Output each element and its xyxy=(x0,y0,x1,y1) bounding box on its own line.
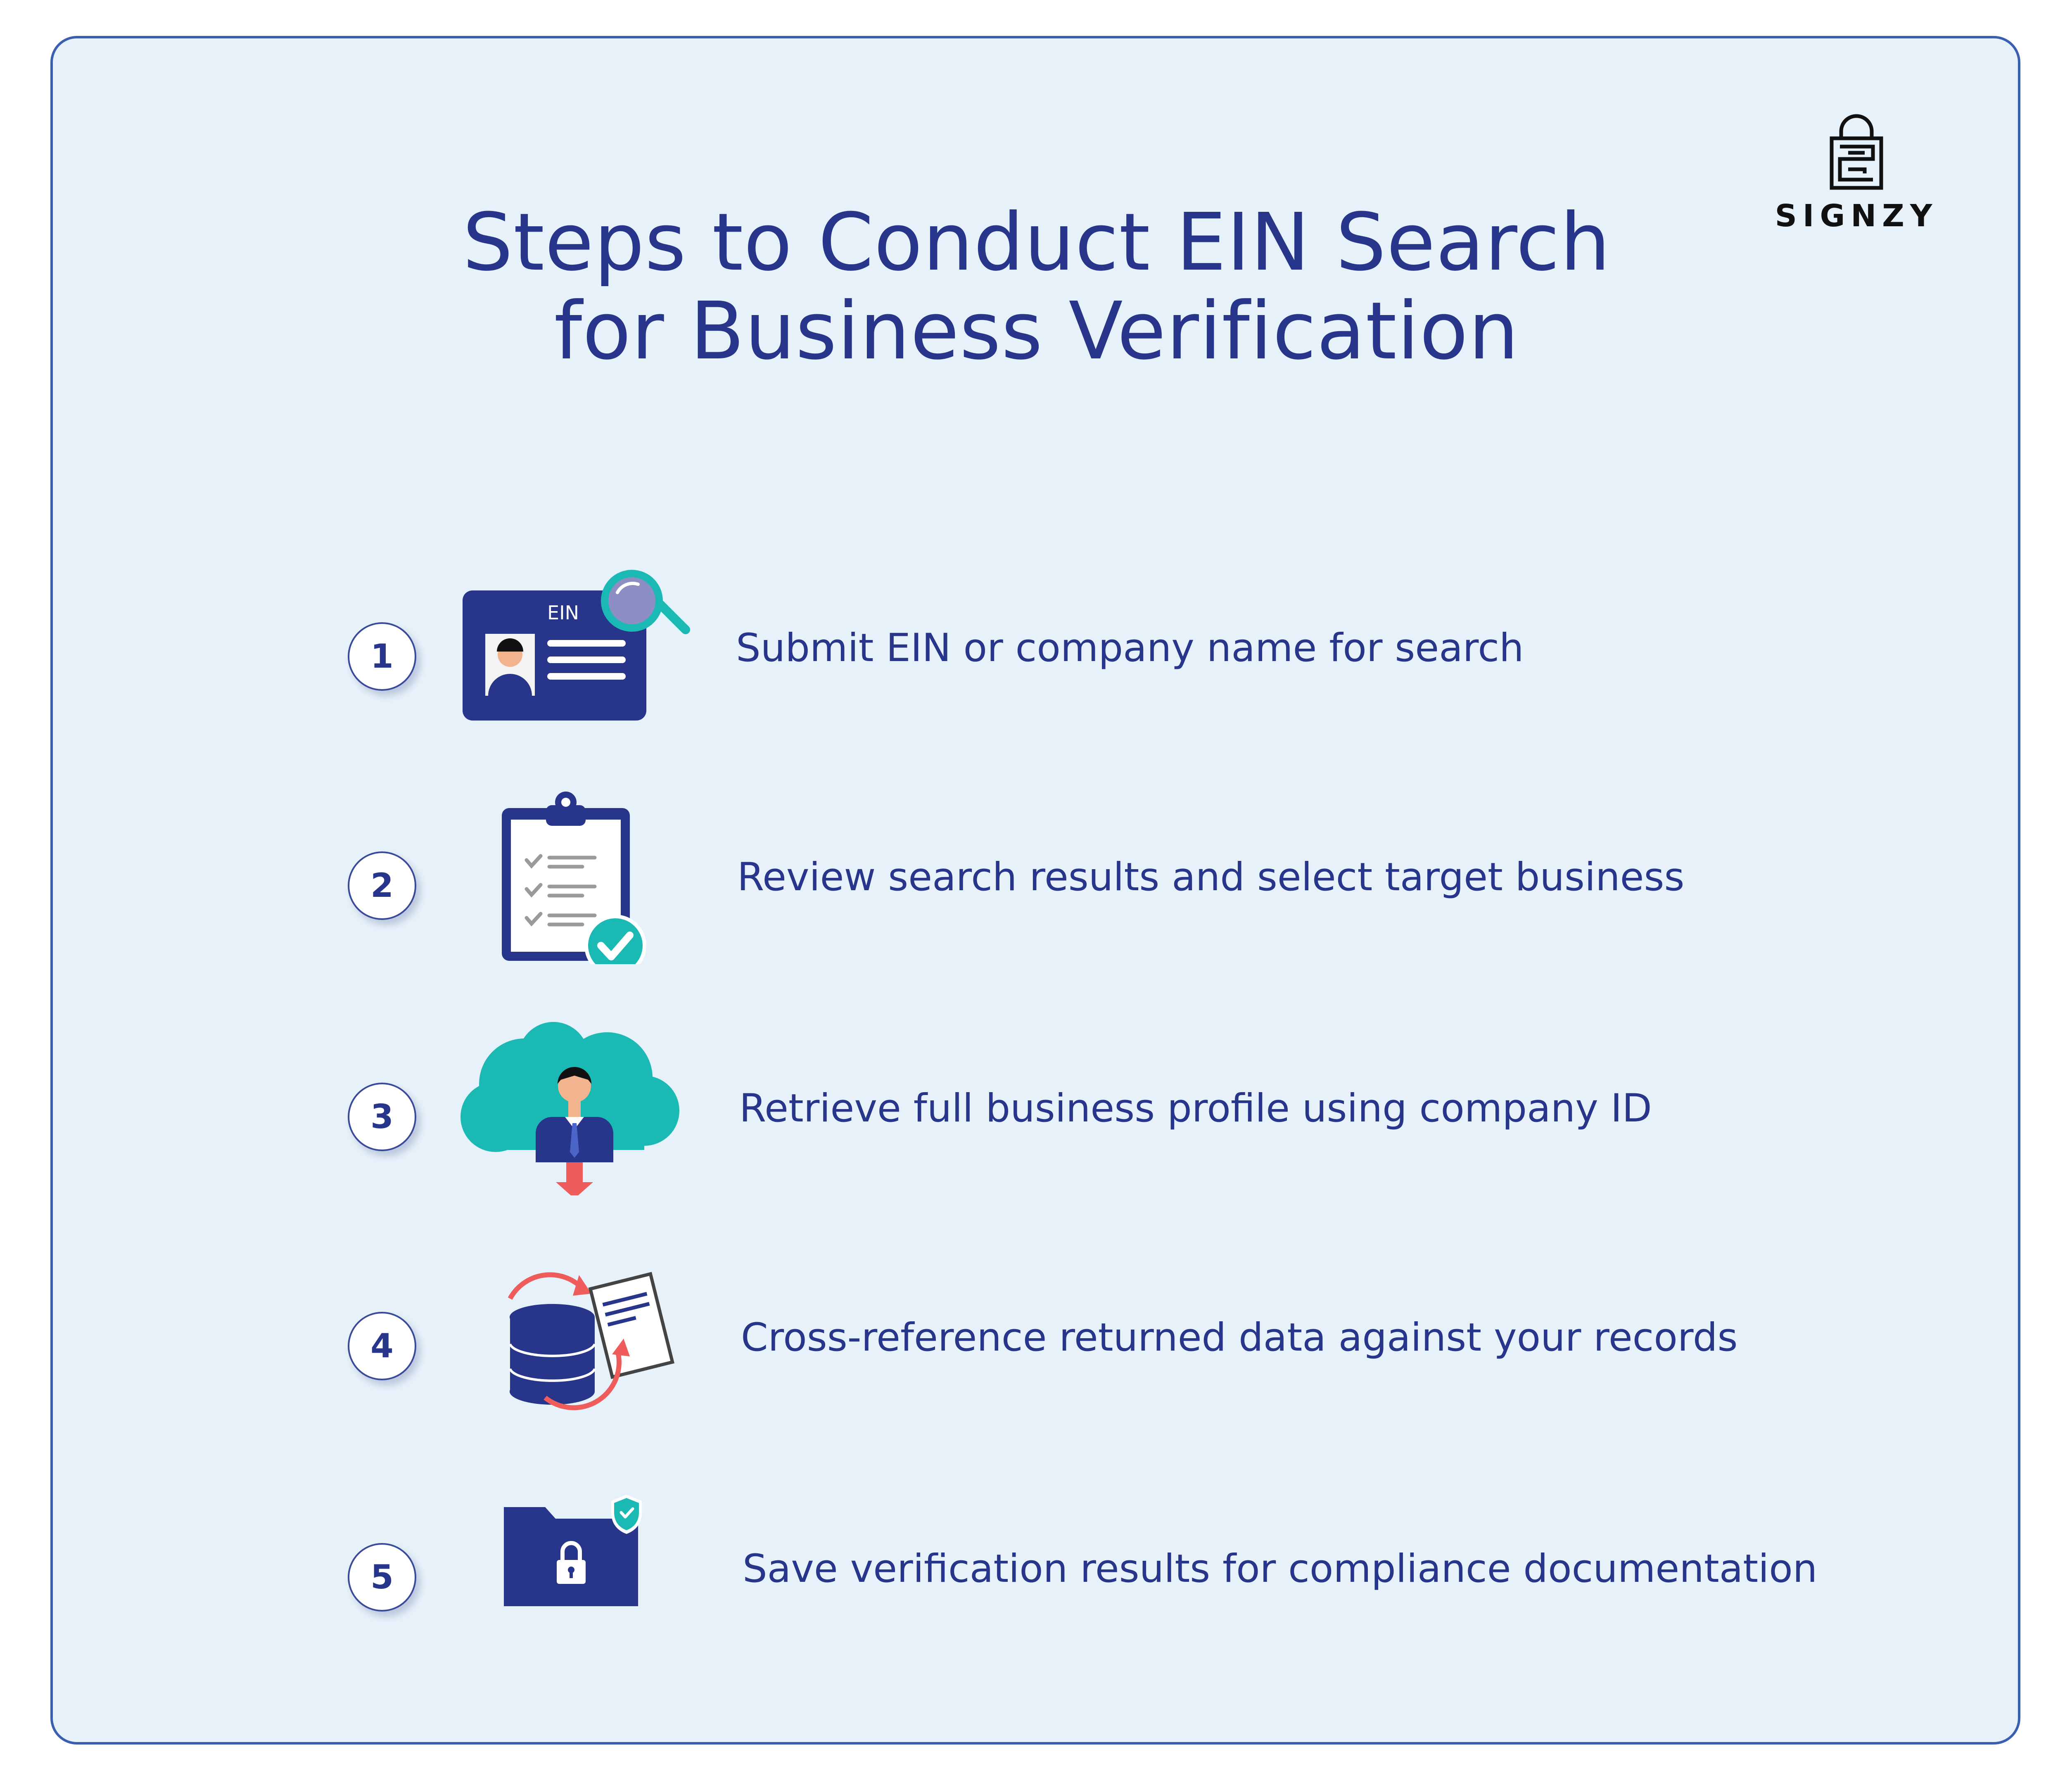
step-text: Retrieve full business profile using com… xyxy=(739,1086,1652,1131)
secure-folder-icon xyxy=(504,1495,642,1606)
step-3: 3 Retrieve full business profile using c… xyxy=(0,1022,2065,1195)
cloud-profile-download-icon xyxy=(460,1022,679,1195)
step-text: Cross-reference returned data against yo… xyxy=(741,1315,1738,1360)
step-1: 1 EIN Submit EIN or company name for sea… xyxy=(0,562,2065,735)
padlock-maze-logo-icon xyxy=(1830,114,1883,190)
step-number-badge: 5 xyxy=(348,1543,416,1612)
step-text: Submit EIN or company name for search xyxy=(736,626,1524,671)
ein-id-card-search-icon: EIN xyxy=(463,570,690,721)
clipboard-check-icon xyxy=(502,792,646,964)
step-number-badge: 1 xyxy=(348,622,416,691)
step-number-badge: 3 xyxy=(348,1083,416,1151)
step-number-badge: 2 xyxy=(348,851,416,920)
step-4: 4 Cross-reference returned data against … xyxy=(0,1251,2065,1425)
title-line-2: for Business Verification xyxy=(554,285,1519,377)
database-sync-document-icon xyxy=(508,1272,675,1410)
step-number-badge: 4 xyxy=(348,1312,416,1380)
title-line-1: Steps to Conduct EIN Search xyxy=(463,197,1611,289)
brand-name: SIGNZY xyxy=(1775,198,1938,234)
signzy-logo: SIGNZY xyxy=(1764,111,1949,235)
step-2: 2 Review search results and select targe… xyxy=(0,791,2065,964)
step-text: Save verification results for compliance… xyxy=(743,1546,1818,1591)
step-text: Review search results and select target … xyxy=(737,855,1685,900)
card-label: EIN xyxy=(547,602,579,624)
page-title: Steps to Conduct EIN Search for Business… xyxy=(0,198,2065,376)
step-5: 5 Save verification results for complian… xyxy=(0,1482,2065,1656)
